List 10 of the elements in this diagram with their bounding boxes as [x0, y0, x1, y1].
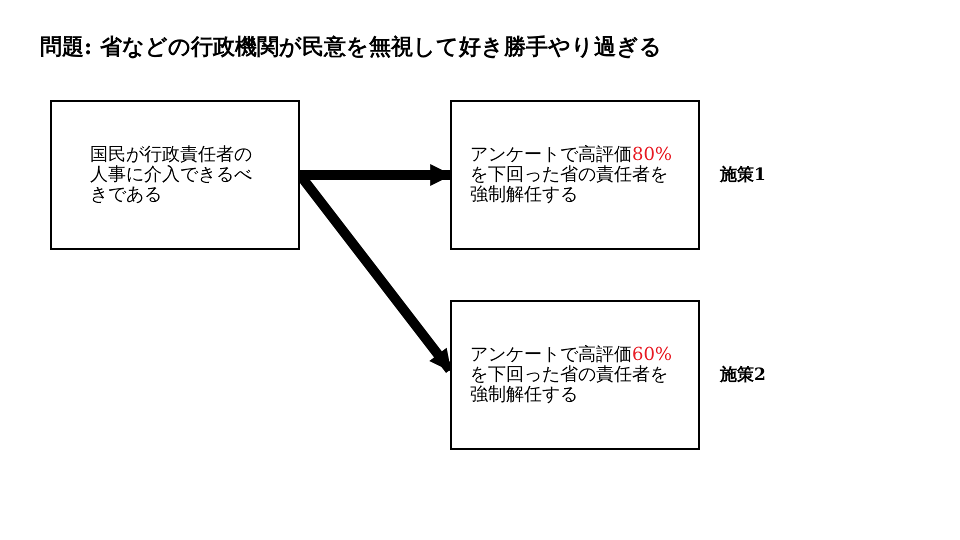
text-box: [450, 300, 700, 450]
measure-label: 施策1: [720, 164, 766, 186]
box-text: 国民が行政責任者の人事に介入できるべきである: [90, 145, 253, 205]
text-box: [50, 100, 300, 250]
text-box: [450, 100, 700, 250]
box-text: アンケートで高評価80% を下回った省の責任者を強制解任する: [470, 145, 674, 205]
measure-label: 施策2: [720, 364, 766, 386]
box-text: アンケートで高評価60% を下回った省の責任者を強制解任する: [470, 345, 674, 405]
title: 問題: 省などの行政機関が民意を無視して好き勝手やり過ぎる: [40, 33, 662, 62]
arrow: [300, 164, 452, 186]
